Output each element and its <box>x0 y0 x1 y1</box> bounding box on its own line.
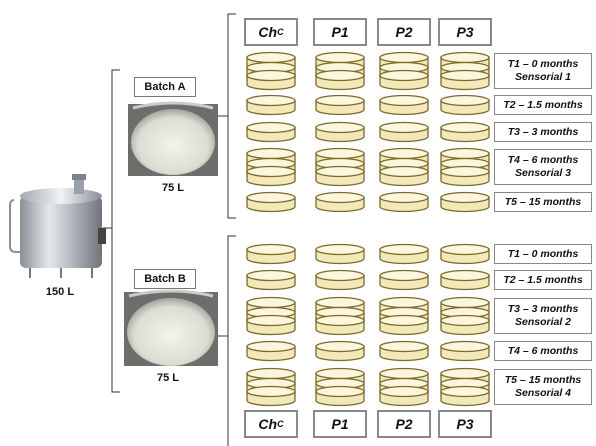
batch-a-row-label-t4: T4 – 6 months Sensorial 3 <box>494 149 592 185</box>
batch-b-t3-chc-cheese-3 <box>247 316 295 335</box>
batch-b-t2-p1-cheese-1 <box>316 271 364 290</box>
chc-sub-text: C <box>277 27 284 37</box>
batch-a-t4-chc-cheese-3 <box>247 167 295 186</box>
batch-b-t3-p3-cheese-3 <box>441 316 489 335</box>
batch-b-t1-p3-cheese-1 <box>441 245 489 264</box>
batch-b-t3-p2-cheese-3 <box>380 316 428 335</box>
batch-b-row-label-t1: T1 – 0 months <box>494 244 592 264</box>
batch-a-t2-chc-cheese-1 <box>247 96 295 115</box>
cheese-grid <box>247 53 489 406</box>
row-label-line2: Sensorial 2 <box>515 316 571 329</box>
batch-a-row-label-t5: T5 – 15 months <box>494 192 592 212</box>
row-label-line1: T2 – 1.5 months <box>503 99 582 112</box>
batch-a-t5-p1-cheese-1 <box>316 193 364 212</box>
row-label-line1: T3 – 3 months <box>508 126 579 139</box>
batch-b-volume: 75 L <box>140 372 196 384</box>
chc-sub-text: C <box>277 419 284 429</box>
batch-b-label: Batch B <box>134 269 196 289</box>
batch-b-row-label-t2: T2 – 1.5 months <box>494 270 592 290</box>
column-header-p1-top: P1 <box>313 18 367 46</box>
batch-a-t4-p3-cheese-3 <box>441 167 489 186</box>
row-label-line1: T1 – 0 months <box>508 248 579 261</box>
batch-b-t1-p2-cheese-1 <box>380 245 428 264</box>
batch-a-t2-p1-cheese-1 <box>316 96 364 115</box>
batch-b-bracket <box>228 236 236 446</box>
batch-a-t2-p2-cheese-1 <box>380 96 428 115</box>
batch-a-t4-p1-cheese-3 <box>316 167 364 186</box>
column-header-p3-top: P3 <box>438 18 492 46</box>
batch-b-t2-p2-cheese-1 <box>380 271 428 290</box>
batch-b-row-label-t4: T4 – 6 months <box>494 341 592 361</box>
row-label-line1: T5 – 15 months <box>505 196 581 209</box>
tank-bracket <box>112 70 120 392</box>
batch-b-t1-p1-cheese-1 <box>316 245 364 264</box>
row-label-line2: Sensorial 3 <box>515 167 571 180</box>
batch-a-bracket <box>228 14 236 218</box>
batch-a-t3-p1-cheese-1 <box>316 123 364 142</box>
row-label-line1: T4 – 6 months <box>508 154 579 167</box>
batch-b-t5-p3-cheese-3 <box>441 387 489 406</box>
row-label-line1: T4 – 6 months <box>508 345 579 358</box>
batch-b-t5-p2-cheese-3 <box>380 387 428 406</box>
batch-a-t5-chc-cheese-1 <box>247 193 295 212</box>
batch-b-t2-p3-cheese-1 <box>441 271 489 290</box>
tank-icon <box>10 174 106 278</box>
batch-a-row-label-t1: T1 – 0 months Sensorial 1 <box>494 53 592 89</box>
batch-b-t5-chc-cheese-3 <box>247 387 295 406</box>
batch-a-volume: 75 L <box>145 182 201 194</box>
batch-a-t1-p2-cheese-3 <box>380 71 428 90</box>
tank-volume: 150 L <box>30 286 90 298</box>
batch-a-row-label-t2: T2 – 1.5 months <box>494 95 592 115</box>
row-label-line2: Sensorial 1 <box>515 71 571 84</box>
batch-b-row-label-t5: T5 – 15 months Sensorial 4 <box>494 369 592 405</box>
batch-a-t1-chc-cheese-3 <box>247 71 295 90</box>
chc-main-text: Ch <box>258 24 277 40</box>
row-label-line1: T3 – 3 months <box>508 303 579 316</box>
batch-b-t3-p1-cheese-3 <box>316 316 364 335</box>
batch-a-t2-p3-cheese-1 <box>441 96 489 115</box>
batch-b-t5-p1-cheese-3 <box>316 387 364 406</box>
batch-b-vat-image <box>124 291 218 366</box>
column-header-p3-bottom: P3 <box>438 410 492 438</box>
batch-a-vat-image <box>128 103 218 176</box>
column-header-p1-bottom: P1 <box>313 410 367 438</box>
batch-b-t1-chc-cheese-1 <box>247 245 295 264</box>
batch-b-t4-p2-cheese-1 <box>380 342 428 361</box>
row-label-line1: T2 – 1.5 months <box>503 274 582 287</box>
batch-b-t4-p1-cheese-1 <box>316 342 364 361</box>
batch-b-row-label-t3: T3 – 3 months Sensorial 2 <box>494 298 592 334</box>
batch-a-t1-p1-cheese-3 <box>316 71 364 90</box>
batch-b-t4-p3-cheese-1 <box>441 342 489 361</box>
batch-b-t4-chc-cheese-1 <box>247 342 295 361</box>
column-header-p2-bottom: P2 <box>377 410 431 438</box>
batch-a-t5-p3-cheese-1 <box>441 193 489 212</box>
batch-b-t2-chc-cheese-1 <box>247 271 295 290</box>
batch-a-t5-p2-cheese-1 <box>380 193 428 212</box>
batch-a-label: Batch A <box>134 77 196 97</box>
chc-main-text: Ch <box>258 416 277 432</box>
row-label-line1: T5 – 15 months <box>505 374 581 387</box>
batch-a-t3-p3-cheese-1 <box>441 123 489 142</box>
column-header-p2-top: P2 <box>377 18 431 46</box>
batch-a-t4-p2-cheese-3 <box>380 167 428 186</box>
batch-a-t3-p2-cheese-1 <box>380 123 428 142</box>
batch-a-t1-p3-cheese-3 <box>441 71 489 90</box>
batch-a-t3-chc-cheese-1 <box>247 123 295 142</box>
row-label-line2: Sensorial 4 <box>515 387 571 400</box>
batch-a-row-label-t3: T3 – 3 months <box>494 122 592 142</box>
row-label-line1: T1 – 0 months <box>508 58 579 71</box>
